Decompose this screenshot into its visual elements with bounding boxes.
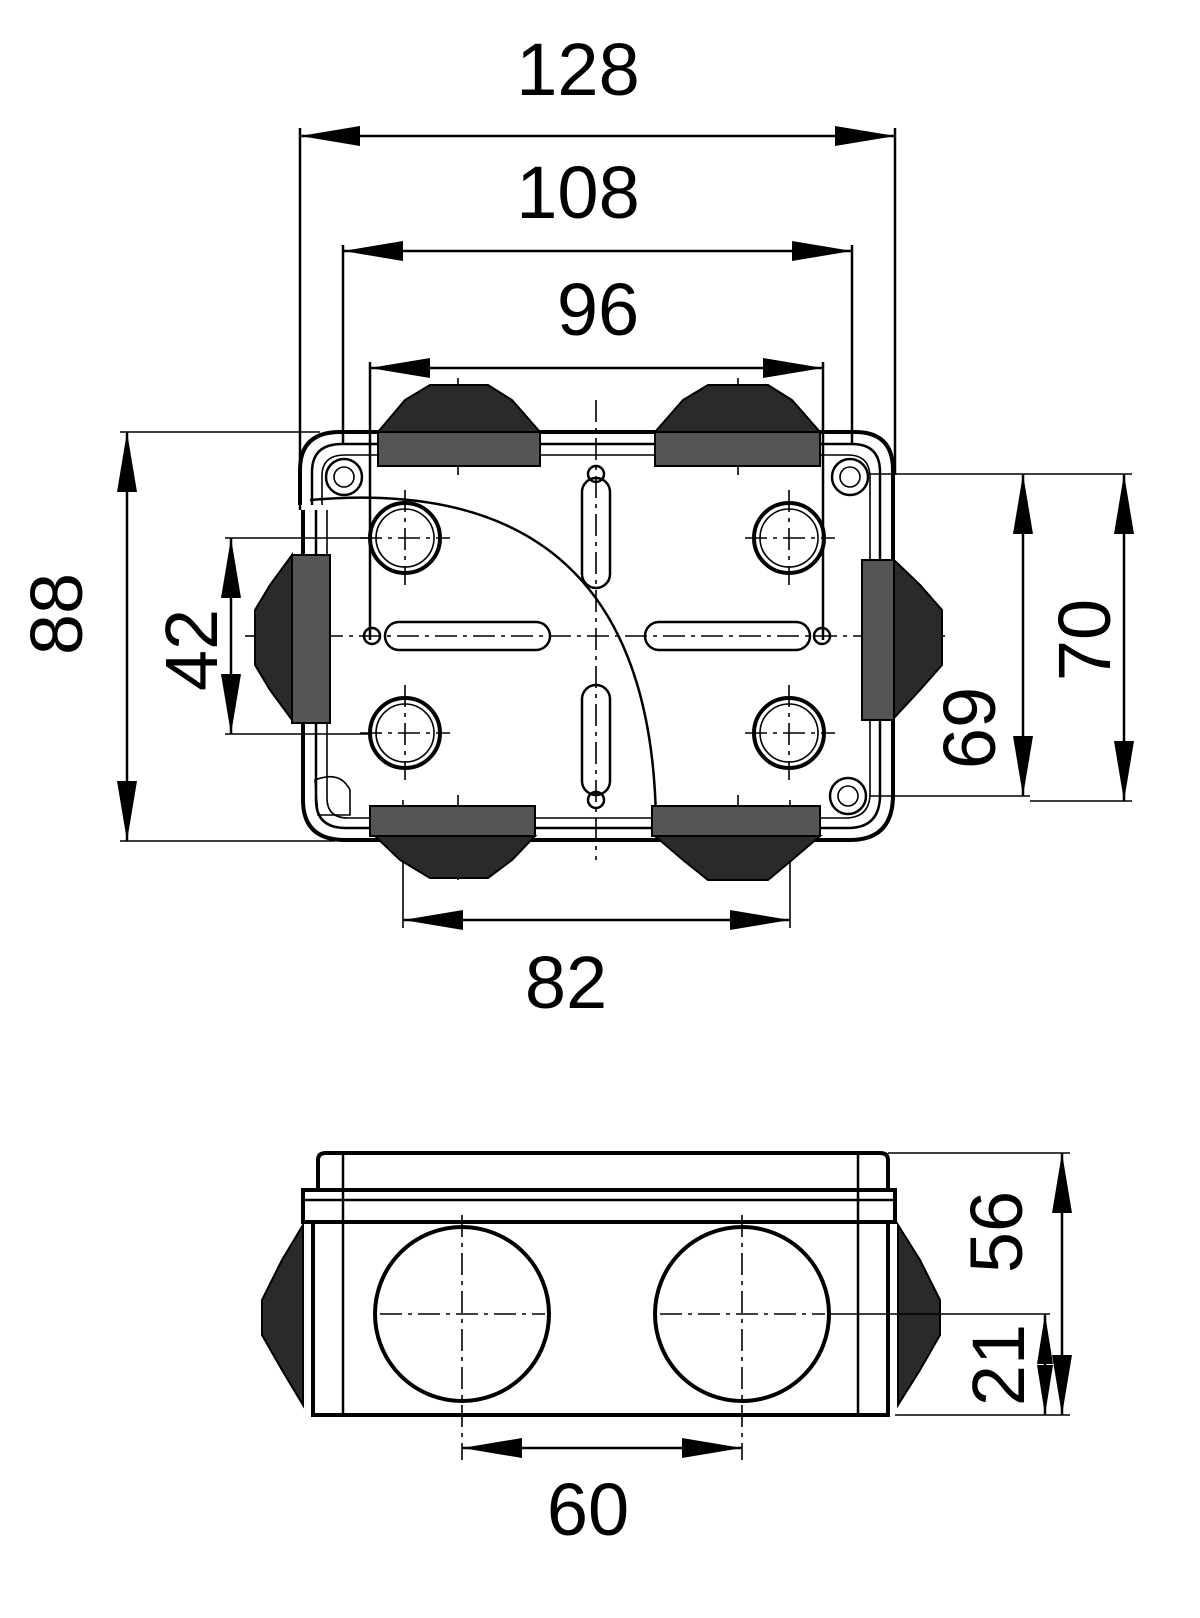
side-view: 56 21 60: [261, 1151, 1072, 1551]
dim-fixing-height: 69: [870, 473, 1033, 797]
dim-bottom-gland-spacing-label: 82: [525, 941, 607, 1024]
dim-side-gland-spacing-label: 60: [547, 1468, 629, 1551]
dim-inner-height-label: 70: [1043, 599, 1126, 681]
dim-inner-width-label: 108: [516, 151, 639, 234]
cable-glands-side-view: [261, 1221, 941, 1409]
dim-fixing-width-label: 96: [557, 268, 639, 351]
dim-overall-width-label: 128: [516, 28, 639, 111]
dim-overall-height: 88: [15, 431, 335, 842]
box-outline-side: [301, 1151, 897, 1417]
dim-fixing-width: 96: [368, 268, 825, 640]
corner-screws: [314, 457, 870, 816]
dim-bottom-gland-spacing: 82: [402, 800, 791, 1024]
dim-side-gland-center-height-label: 21: [957, 1324, 1040, 1406]
dim-side-gland-spacing: 42: [150, 537, 370, 735]
dim-fixing-height-label: 69: [928, 687, 1011, 769]
dim-overall-height-label: 88: [15, 573, 98, 655]
dim-side-gland-center-height: 21: [830, 1313, 1053, 1415]
side-knockouts: [373, 1215, 831, 1460]
dim-side-overall-height: 56: [888, 1152, 1072, 1416]
dim-inner-height: 70: [1030, 473, 1134, 802]
dim-side-gland-spacing: 60: [462, 1438, 742, 1551]
cable-glands-top-view: [254, 384, 943, 881]
top-view: 128 108 96 88: [15, 28, 1134, 1024]
dim-side-overall-height-label: 56: [955, 1191, 1038, 1273]
dim-inner-width: 108: [341, 151, 854, 445]
dim-overall-width: 128: [298, 28, 897, 510]
dim-side-gland-spacing-label: 42: [150, 609, 233, 691]
